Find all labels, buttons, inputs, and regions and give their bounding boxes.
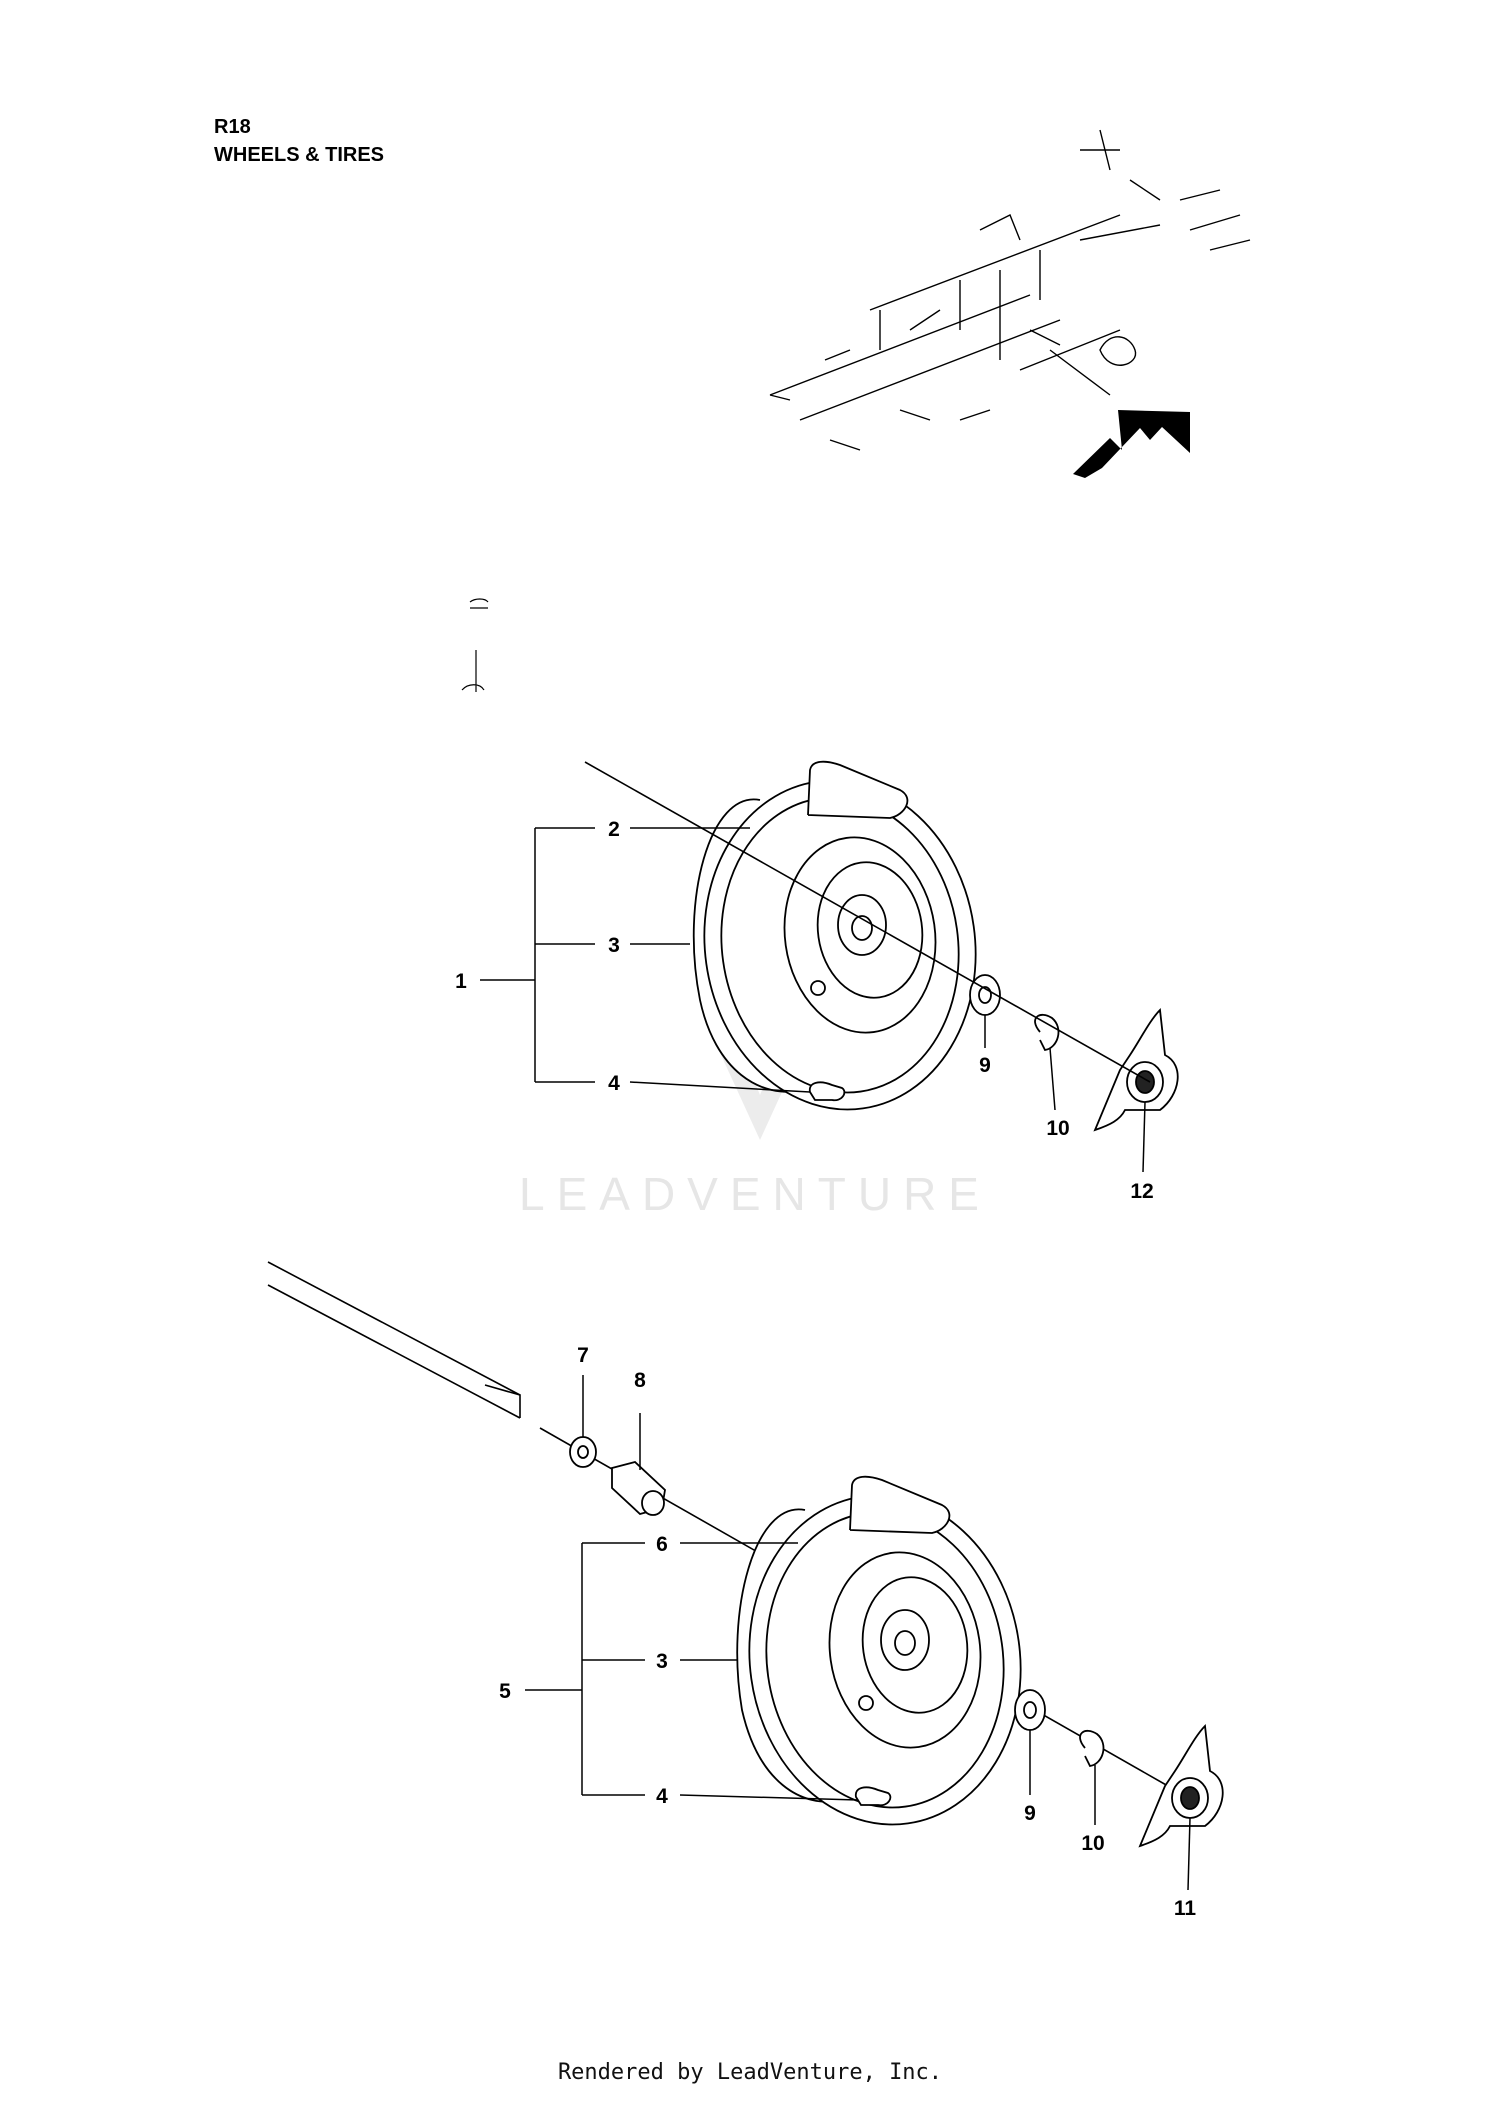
callout-4-lower: 4 — [656, 1785, 668, 1808]
lower-tire-handle — [849, 1475, 951, 1534]
upper-tire-handle — [807, 760, 909, 819]
callout-4: 4 — [608, 1072, 620, 1095]
footer-credit: Rendered by LeadVenture, Inc. — [557, 2060, 943, 2085]
callout-9-lower: 9 — [1024, 1802, 1036, 1825]
upper-valve-hole — [810, 980, 826, 996]
upper-e-clip — [1034, 1013, 1060, 1051]
upper-leaders — [480, 827, 1146, 1173]
callout-3-lower: 3 — [656, 1650, 668, 1673]
upper-wheel-assembly — [692, 760, 1179, 1132]
lower-leaders — [525, 1375, 1191, 1891]
inset-frame-sketch — [769, 129, 1251, 451]
callout-10: 10 — [1046, 1117, 1069, 1140]
section-code: R18 — [214, 116, 251, 138]
callout-2: 2 — [608, 818, 620, 841]
callout-9: 9 — [979, 1054, 991, 1077]
callout-12: 12 — [1130, 1180, 1153, 1203]
upper-callouts: 1 2 3 4 9 10 12 — [455, 818, 1154, 1203]
callout-3: 3 — [608, 934, 620, 957]
upper-valve-stem — [808, 1081, 846, 1102]
lower-valve-hole — [858, 1695, 874, 1711]
stray-marks — [461, 598, 489, 692]
lower-valve-stem — [854, 1786, 892, 1807]
callout-7: 7 — [577, 1344, 589, 1367]
callout-5: 5 — [499, 1680, 511, 1703]
callout-10-lower: 10 — [1081, 1832, 1104, 1855]
lower-wheel-assembly — [569, 1436, 1224, 1848]
watermark-text: LEADVENTURE — [519, 1168, 991, 1220]
direction-arrow-icon — [1073, 410, 1190, 478]
callout-6: 6 — [656, 1533, 668, 1556]
upper-axle-line — [584, 761, 1151, 1083]
callout-11: 11 — [1174, 1897, 1197, 1920]
callout-1: 1 — [455, 970, 467, 993]
section-title: WHEELS & TIRES — [214, 144, 385, 166]
lower-callouts: 7 8 5 6 3 4 9 10 11 — [499, 1344, 1196, 1920]
callout-8: 8 — [634, 1369, 646, 1392]
lower-e-clip — [1079, 1729, 1105, 1767]
